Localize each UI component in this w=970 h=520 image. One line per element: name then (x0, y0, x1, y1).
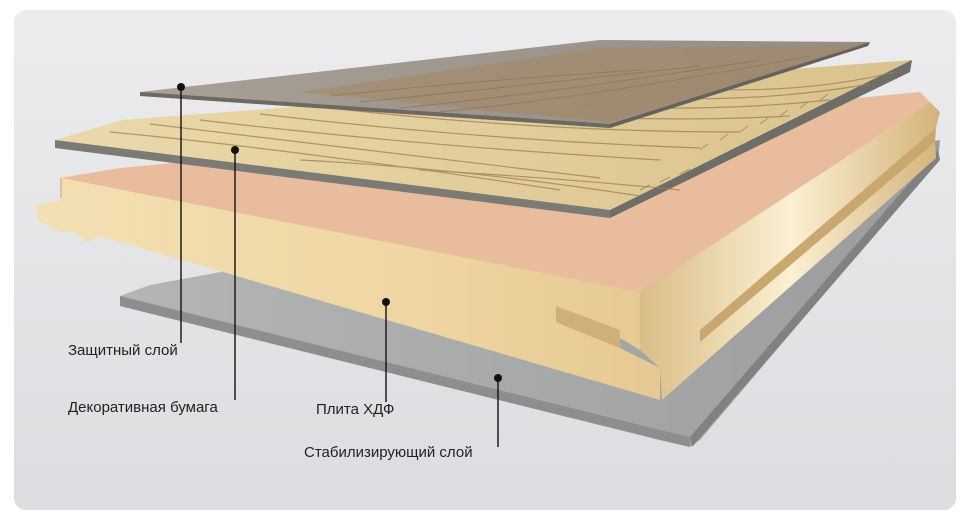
dot-hdf (382, 298, 390, 306)
dot-decor (231, 146, 239, 154)
label-protective-layer: Защитный слой (68, 342, 178, 359)
label-decor-paper: Декоративная бумага (68, 399, 218, 416)
protective-overlay (140, 40, 870, 128)
label-hdf-board: Плита ХДФ (316, 401, 394, 418)
dot-protective (177, 83, 185, 91)
leader-lines (180, 87, 499, 447)
label-stabilizing-layer: Стабилизирующий слой (304, 444, 473, 461)
dot-stabilizing (494, 374, 502, 382)
